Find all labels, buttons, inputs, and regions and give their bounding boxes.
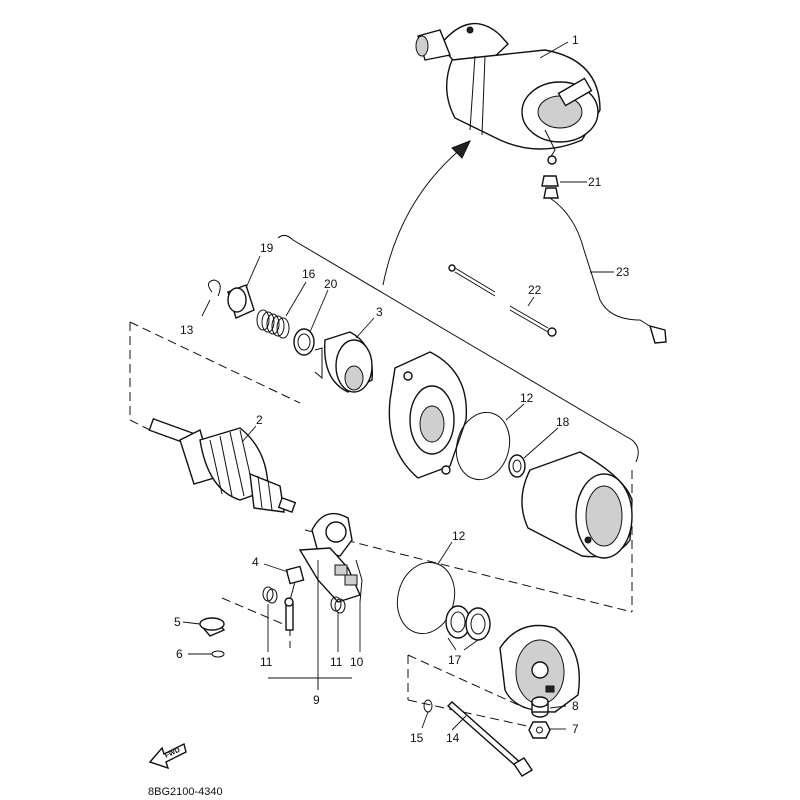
callout-11-left: 11 [260, 655, 273, 669]
callout-21: 21 [588, 175, 602, 189]
callout-numbers: 1 21 23 22 19 16 20 13 3 12 18 2 12 4 5 … [174, 33, 630, 745]
callout-9: 9 [313, 693, 320, 707]
callout-10: 10 [350, 655, 364, 669]
callout-7: 7 [572, 722, 579, 736]
callout-15: 15 [410, 731, 424, 745]
grommet [531, 696, 549, 718]
armature [148, 417, 297, 513]
callout-4: 4 [252, 555, 259, 569]
nut [528, 721, 551, 739]
lead-wire [549, 197, 667, 344]
callout-5: 5 [174, 615, 181, 629]
fwd-arrow-icon: FWD [148, 742, 187, 770]
diagram-part-number: 8BG2100-4340 [148, 786, 223, 798]
circlip [208, 279, 221, 297]
collar [227, 284, 255, 319]
small-o-ring [508, 454, 526, 478]
o-ring-lower [396, 561, 456, 635]
leader-lines [182, 41, 614, 731]
brush-spring-left [262, 586, 278, 604]
callout-20: 20 [324, 277, 338, 291]
callout-22: 22 [528, 283, 542, 297]
callout-2: 2 [256, 413, 263, 427]
callout-3: 3 [376, 305, 383, 319]
assembly-arrow [382, 140, 471, 286]
callout-12-lower: 12 [452, 529, 466, 543]
callout-8: 8 [572, 699, 579, 713]
washer [293, 328, 315, 356]
brush-lead-wires [448, 264, 557, 337]
front-cover [388, 351, 468, 479]
callout-11-right: 11 [330, 655, 343, 669]
seal-2 [465, 607, 491, 641]
o-ring-upper [455, 411, 511, 481]
callout-18: 18 [556, 415, 570, 429]
callout-1: 1 [572, 33, 579, 47]
cap [198, 617, 226, 637]
brush-spring-right [330, 596, 346, 614]
terminal-bolt [284, 597, 294, 631]
callout-19: 19 [260, 241, 274, 255]
rear-cover [499, 624, 580, 713]
terminal-nut [541, 175, 559, 199]
brush-plate [298, 512, 363, 603]
spring [256, 309, 290, 339]
callout-6: 6 [176, 647, 183, 661]
yoke-housing [521, 451, 633, 559]
cap-o-ring [211, 650, 225, 658]
callout-17: 17 [448, 653, 462, 667]
clutch-pinion-gear [314, 331, 374, 393]
callout-13: 13 [180, 323, 194, 337]
through-bolt [446, 701, 533, 777]
callout-16: 16 [302, 267, 316, 281]
assembly-bracket-outline [129, 234, 639, 727]
callout-23: 23 [616, 265, 630, 279]
callout-12-upper: 12 [520, 391, 534, 405]
callout-14: 14 [446, 731, 460, 745]
through-bolt-o-ring [423, 699, 433, 713]
starter-motor-assembly [415, 22, 601, 165]
